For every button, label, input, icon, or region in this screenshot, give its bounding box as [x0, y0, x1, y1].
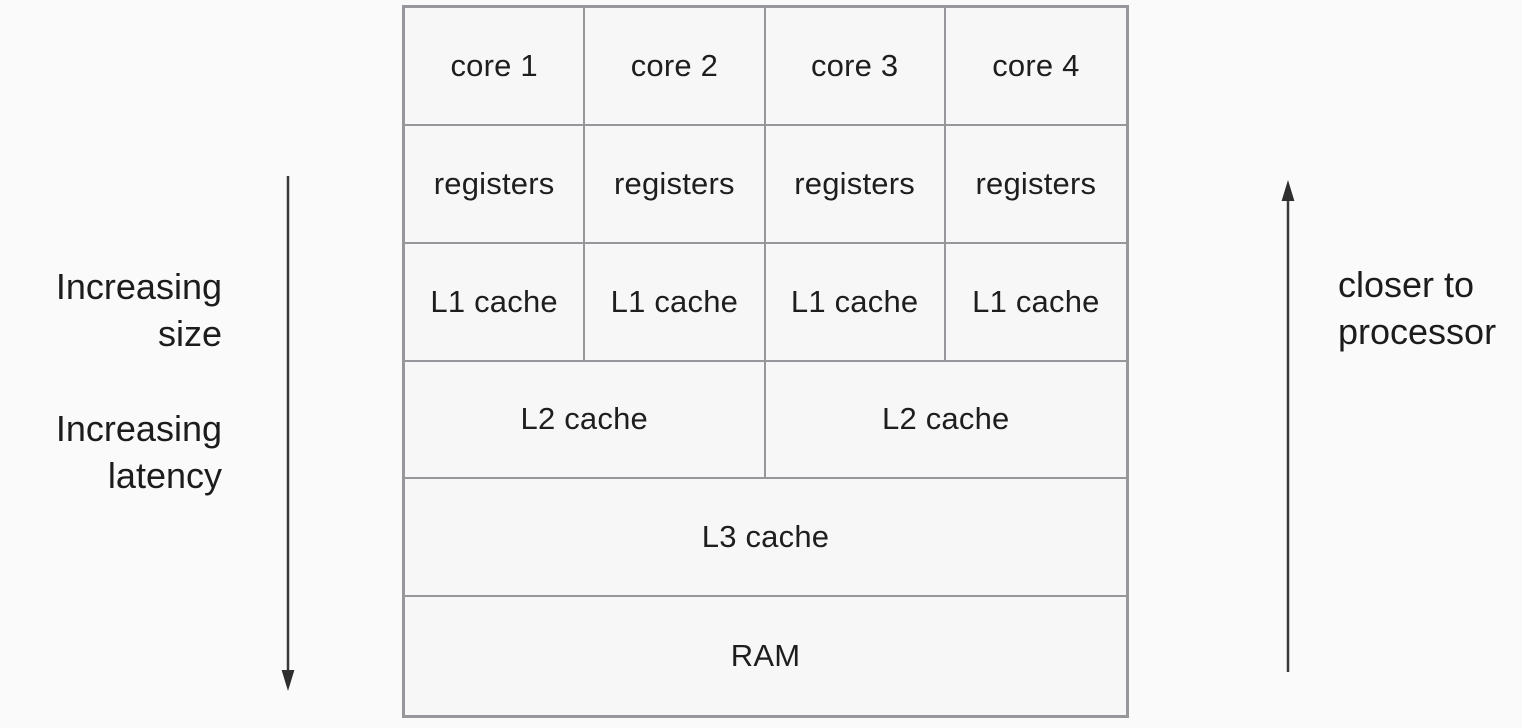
l2-cache-2-cell: L2 cache [765, 362, 1126, 480]
l1-cache-4-cell: L1 cache [945, 244, 1126, 362]
core-3-cell: core 3 [765, 8, 946, 126]
l3-cache-cell: L3 cache [405, 479, 1126, 598]
ram-cell: RAM [730, 638, 801, 674]
registers-4-cell: registers [945, 126, 1126, 244]
up-arrow-icon [1281, 180, 1295, 672]
l1-cache-2-cell: L1 cache [585, 243, 766, 362]
core-4-cell: core 4 [945, 8, 1126, 126]
core-2-cell: core 2 [585, 8, 766, 126]
l1-cache-3-cell: L1 cache [765, 243, 946, 362]
down-arrow-icon [281, 176, 295, 691]
registers-1-cell: registers [405, 125, 586, 244]
increasing-size-label: Increasing size [55, 266, 222, 354]
hierarchy-table: core 1 core 2 core 3 core 4 registers re… [402, 5, 1129, 718]
registers-2-cell: registers [585, 125, 766, 244]
core-1-cell: core 1 [405, 8, 586, 126]
l1-cache-1-cell: L1 cache [405, 243, 586, 362]
increasing-latency-label: Increasing latency [55, 408, 222, 496]
l2-cache-1-cell: L2 cache [405, 361, 766, 480]
closer-to-processor-label: closer to processor [1338, 264, 1497, 352]
registers-3-cell: registers [765, 125, 946, 244]
